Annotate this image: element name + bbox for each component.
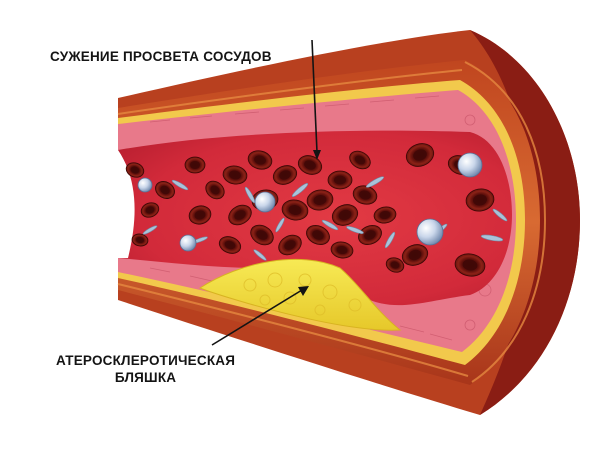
platelet-icon	[384, 231, 396, 249]
platelet-icon	[142, 225, 158, 235]
platelet-icon	[321, 219, 339, 231]
red-blood-cell-icon	[125, 162, 145, 178]
red-blood-cell-icon	[373, 206, 397, 224]
white-blood-cell-icon	[137, 177, 153, 193]
white-blood-cell-icon	[254, 191, 276, 213]
platelet-icon	[492, 208, 508, 222]
platelet-icon	[291, 183, 309, 197]
red-blood-cell-icon	[222, 165, 248, 185]
narrowing-label: СУЖЕНИЕ ПРОСВЕТА СОСУДОВ	[50, 49, 272, 64]
red-blood-cell-icon	[465, 188, 495, 212]
plaque-label: АТЕРОСКЛЕРОТИЧЕСКАЯ БЛЯШКА	[56, 352, 235, 386]
white-blood-cell-icon	[179, 234, 197, 252]
media-stripes	[117, 61, 547, 383]
vessel-cut-end	[100, 150, 135, 258]
red-blood-cell-icon	[155, 181, 175, 199]
red-blood-cell-icon	[247, 150, 273, 170]
platelet-icon	[244, 186, 256, 204]
pointer-arrow-icon	[311, 39, 321, 160]
red-blood-cell-icon	[140, 202, 160, 218]
red-blood-cell-icon	[218, 236, 242, 254]
red-blood-cell-icon	[278, 234, 302, 256]
platelet-icon	[480, 234, 504, 242]
platelet-icon	[365, 176, 385, 188]
red-blood-cell-icon	[327, 170, 353, 190]
red-blood-cell-icon	[188, 205, 212, 225]
red-blood-cell-icon	[401, 244, 429, 266]
red-blood-cell-icon	[454, 253, 486, 277]
platelet-icon	[171, 179, 189, 191]
red-blood-cell-icon	[281, 199, 309, 221]
red-blood-cell-icon	[306, 224, 330, 246]
plaque-label-line2: БЛЯШКА	[114, 370, 177, 385]
atherosclerotic-plaque-shape	[198, 258, 402, 331]
platelet-icon	[346, 226, 364, 234]
red-blood-cell-icon	[250, 224, 274, 246]
blood-cells	[125, 143, 508, 277]
red-blood-cell-icon	[272, 165, 298, 185]
red-blood-cell-icon	[228, 204, 252, 226]
plaque-label-line1: АТЕРОСКЛЕРОТИЧЕСКАЯ	[56, 353, 236, 368]
red-blood-cell-icon	[330, 241, 354, 259]
red-blood-cell-icon	[184, 156, 206, 174]
red-blood-cell-icon	[131, 233, 149, 247]
plaque-texture	[243, 272, 362, 316]
white-blood-cell-icon	[457, 152, 483, 178]
red-blood-cell-icon	[205, 180, 225, 200]
red-blood-cell-icon	[358, 224, 382, 246]
white-blood-cell-icon	[416, 218, 444, 246]
red-blood-cell-icon	[405, 143, 435, 167]
red-blood-cell-icon	[349, 150, 371, 170]
red-blood-cell-icon	[331, 204, 359, 226]
platelet-icon	[253, 249, 267, 261]
red-blood-cell-icon	[385, 257, 405, 273]
platelet-icon	[275, 217, 285, 233]
pointer-arrow-icon	[211, 286, 309, 346]
artery-cross-section-rim	[470, 30, 580, 415]
red-blood-cell-icon	[306, 189, 334, 211]
red-blood-cell-icon	[297, 155, 323, 175]
